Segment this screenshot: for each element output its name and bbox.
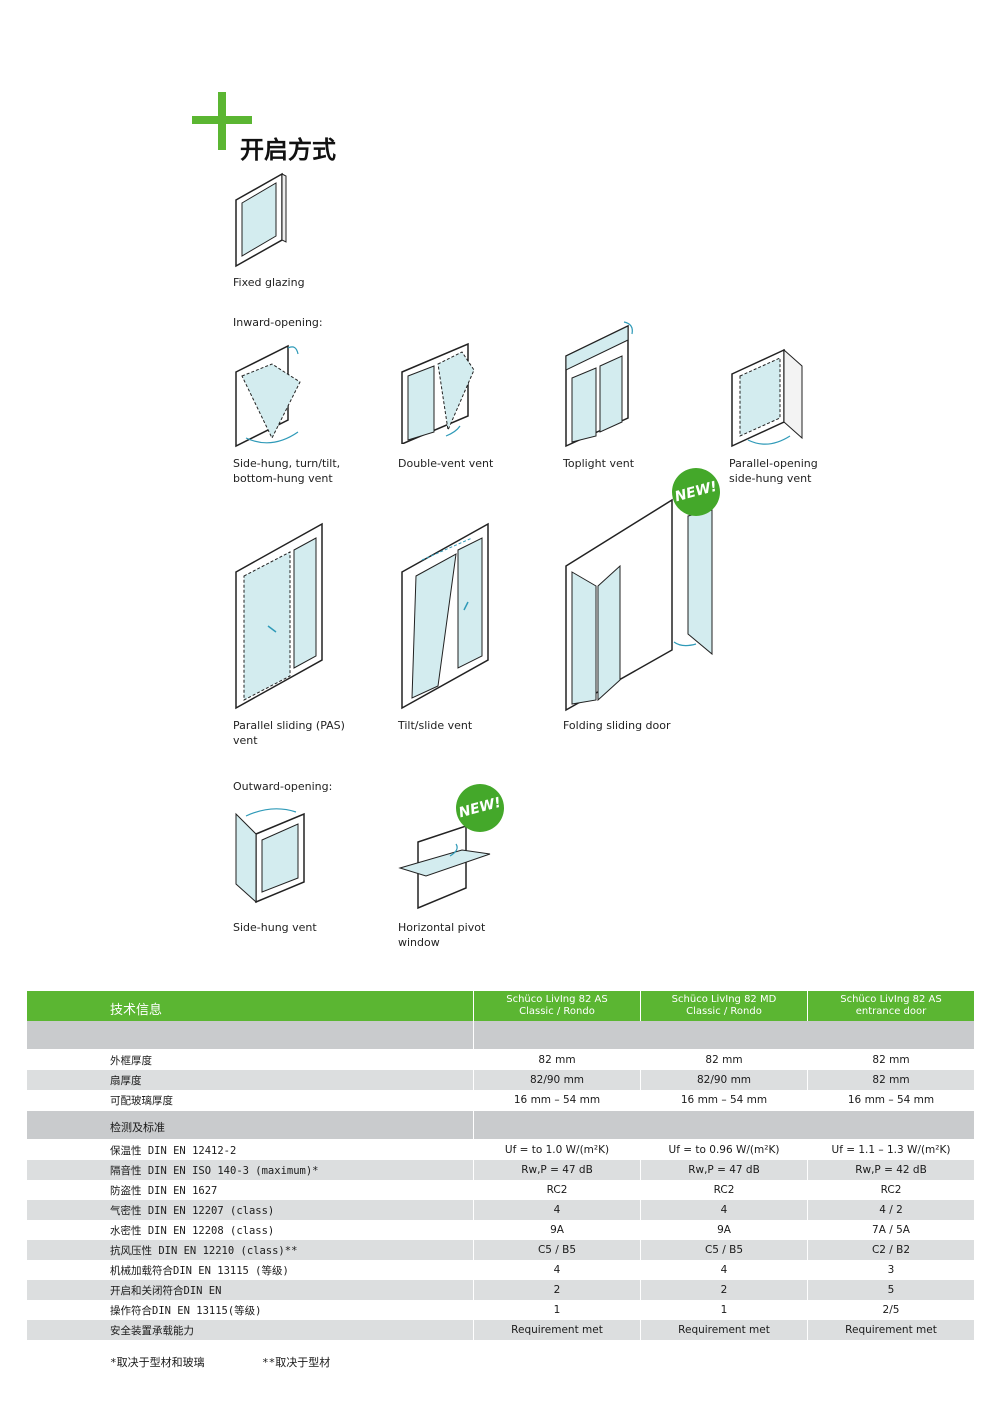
table-cell: 16 mm – 54 mm — [847, 1094, 935, 1106]
section-band — [27, 1021, 974, 1049]
table-cell: 5 — [887, 1284, 895, 1296]
footnote-2: **取决于型材 — [262, 1356, 331, 1369]
table-row: 隔音性 DIN EN ISO 140-3 (maximum)* Rw,P = 4… — [27, 1160, 974, 1180]
table-row: 气密性 DIN EN 12207 (class) 4 4 4 / 2 — [27, 1200, 974, 1220]
table-cell: 4 / 2 — [879, 1204, 903, 1216]
row-label: 开启和关闭符合DIN EN — [110, 1285, 222, 1297]
row-label: 外框厚度 — [110, 1055, 152, 1067]
side-hung-vent-illustration — [235, 808, 305, 904]
table-cell: 7A / 5A — [872, 1224, 910, 1236]
folding-sliding-door-illustration — [565, 498, 713, 712]
table-cell: 82 mm — [872, 1054, 910, 1066]
table-cell: 82 mm — [538, 1054, 576, 1066]
table-cell: 82/90 mm — [696, 1074, 752, 1086]
row-label: 气密性 DIN EN 12207 (class) — [110, 1205, 275, 1217]
table-cell: 16 mm – 54 mm — [680, 1094, 768, 1106]
column-header: Schüco LivIng 82 MD Classic / Rondo — [671, 994, 777, 1017]
footnote-1: *取决于型材和玻璃 — [110, 1356, 205, 1369]
plus-logo-horizontal — [192, 116, 252, 124]
table-cell: C2 / B2 — [871, 1244, 911, 1256]
caption-double-vent: Double-vent vent — [398, 457, 494, 470]
table-cell: 4 — [553, 1264, 561, 1276]
table-cell: 4 — [720, 1204, 728, 1216]
table-cell: RC2 — [546, 1184, 568, 1196]
inward-opening-heading: Inward-opening: — [233, 316, 323, 329]
row-label: 操作符合DIN EN 13115(等级) — [110, 1305, 262, 1317]
table-cell: C5 / B5 — [704, 1244, 744, 1256]
table-cell: RC2 — [880, 1184, 902, 1196]
table-row: 可配玻璃厚度 16 mm – 54 mm 16 mm – 54 mm 16 mm –… — [27, 1090, 974, 1110]
page-title: 开启方式 — [240, 136, 336, 164]
tilt-slide-vent-illustration — [401, 522, 489, 710]
table-row: 保温性 DIN EN 12412-2 Uf = to 1.0 W/(m²K) Uf… — [27, 1140, 974, 1160]
row-label: 保温性 DIN EN 12412-2 — [110, 1145, 237, 1157]
table-cell: Uf = 1.1 – 1.3 W/(m²K) — [831, 1144, 951, 1156]
table-cell: Rw,P = 47 dB — [521, 1164, 593, 1176]
parallel-opening-illustration — [731, 348, 803, 448]
table-cell: 16 mm – 54 mm — [513, 1094, 601, 1106]
table-cell: Rw,P = 42 dB — [855, 1164, 927, 1176]
table-cell: 2 — [720, 1284, 728, 1296]
table-cell: 82 mm — [872, 1074, 910, 1086]
row-label: 防盗性 DIN EN 1627 — [110, 1185, 218, 1197]
table-title: 技术信息 — [110, 1003, 163, 1018]
table-header: 技术信息 Schüco LivIng 82 AS Classic / Rondo… — [27, 991, 974, 1021]
table-cell: RC2 — [713, 1184, 735, 1196]
section-title: 检测及标准 — [110, 1121, 165, 1134]
section-band: 检测及标准 — [27, 1111, 974, 1139]
row-label: 抗风压性 DIN EN 12210 (class)** — [110, 1245, 298, 1257]
table-cell: 2/5 — [882, 1304, 900, 1316]
table-cell: Requirement met — [511, 1324, 603, 1336]
table-row: 机械加载符合DIN EN 13115 (等级) 4 4 3 — [27, 1260, 974, 1280]
table-row: 防盗性 DIN EN 1627 RC2 RC2 RC2 — [27, 1180, 974, 1200]
table-row: 安全装置承载能力 Requirement met Requirement met R… — [27, 1320, 974, 1340]
table-row: 抗风压性 DIN EN 12210 (class)** C5 / B5 C5 / … — [27, 1240, 974, 1260]
table-cell: Rw,P = 47 dB — [688, 1164, 760, 1176]
caption-side-hung-vent: Side-hung vent — [233, 921, 317, 934]
table-cell: 3 — [887, 1264, 895, 1276]
row-label: 隔音性 DIN EN ISO 140-3 (maximum)* — [110, 1165, 319, 1177]
table-row: 开启和关闭符合DIN EN 2 2 5 — [27, 1280, 974, 1300]
table-cell: 4 — [553, 1204, 561, 1216]
table-cell: 82 mm — [705, 1054, 743, 1066]
caption-fixed-glazing: Fixed glazing — [233, 276, 305, 289]
double-vent-illustration — [401, 342, 475, 444]
table-cell: Requirement met — [845, 1324, 937, 1336]
caption-toplight-vent: Toplight vent — [563, 457, 635, 470]
row-label: 可配玻璃厚度 — [110, 1095, 173, 1107]
table-row: 外框厚度 82 mm 82 mm 82 mm — [27, 1050, 974, 1070]
toplight-vent-illustration — [565, 321, 633, 448]
table-row: 扇厚度 82/90 mm 82/90 mm 82 mm — [27, 1070, 974, 1090]
table-cell: 2 — [553, 1284, 561, 1296]
table-cell: 9A — [550, 1224, 564, 1236]
caption-pas-vent: Parallel sliding (PAS) vent — [233, 719, 345, 747]
horizontal-pivot-illustration — [398, 824, 491, 910]
table-cell: 4 — [720, 1264, 728, 1276]
table-row: 操作符合DIN EN 13115(等级) 1 1 2/5 — [27, 1300, 974, 1320]
side-hung-turn-tilt-illustration — [235, 344, 301, 448]
outward-opening-heading: Outward-opening: — [233, 780, 333, 793]
row-label: 水密性 DIN EN 12208 (class) — [110, 1225, 275, 1237]
caption-tilt-slide-vent: Tilt/slide vent — [398, 719, 473, 732]
table-cell: 82/90 mm — [529, 1074, 585, 1086]
table-cell: Requirement met — [678, 1324, 770, 1336]
caption-horizontal-pivot: Horizontal pivot window — [398, 921, 486, 949]
table-cell: 1 — [720, 1304, 728, 1316]
table-cell: Uf = to 0.96 W/(m²K) — [668, 1144, 780, 1156]
table-cell: 9A — [717, 1224, 731, 1236]
column-header: Schüco LivIng 82 AS Classic / Rondo — [506, 994, 608, 1017]
table-row: 水密性 DIN EN 12208 (class) 9A 9A 7A / 5A — [27, 1220, 974, 1240]
table-cell: C5 / B5 — [537, 1244, 577, 1256]
caption-side-hung-turn-tilt: Side-hung, turn/tilt, bottom-hung vent — [233, 457, 341, 485]
column-header: Schüco LivIng 82 AS entrance door — [840, 994, 942, 1017]
pas-vent-illustration — [235, 522, 323, 710]
fixed-glazing-illustration — [235, 172, 287, 268]
caption-folding-sliding-door: Folding sliding door — [563, 719, 671, 732]
table-cell: 1 — [553, 1304, 561, 1316]
row-label: 机械加载符合DIN EN 13115 (等级) — [110, 1265, 289, 1277]
table-cell: Uf = to 1.0 W/(m²K) — [504, 1144, 610, 1156]
caption-parallel-opening: Parallel-opening side-hung vent — [729, 457, 818, 485]
row-label: 安全装置承载能力 — [110, 1325, 194, 1337]
row-label: 扇厚度 — [110, 1075, 142, 1087]
